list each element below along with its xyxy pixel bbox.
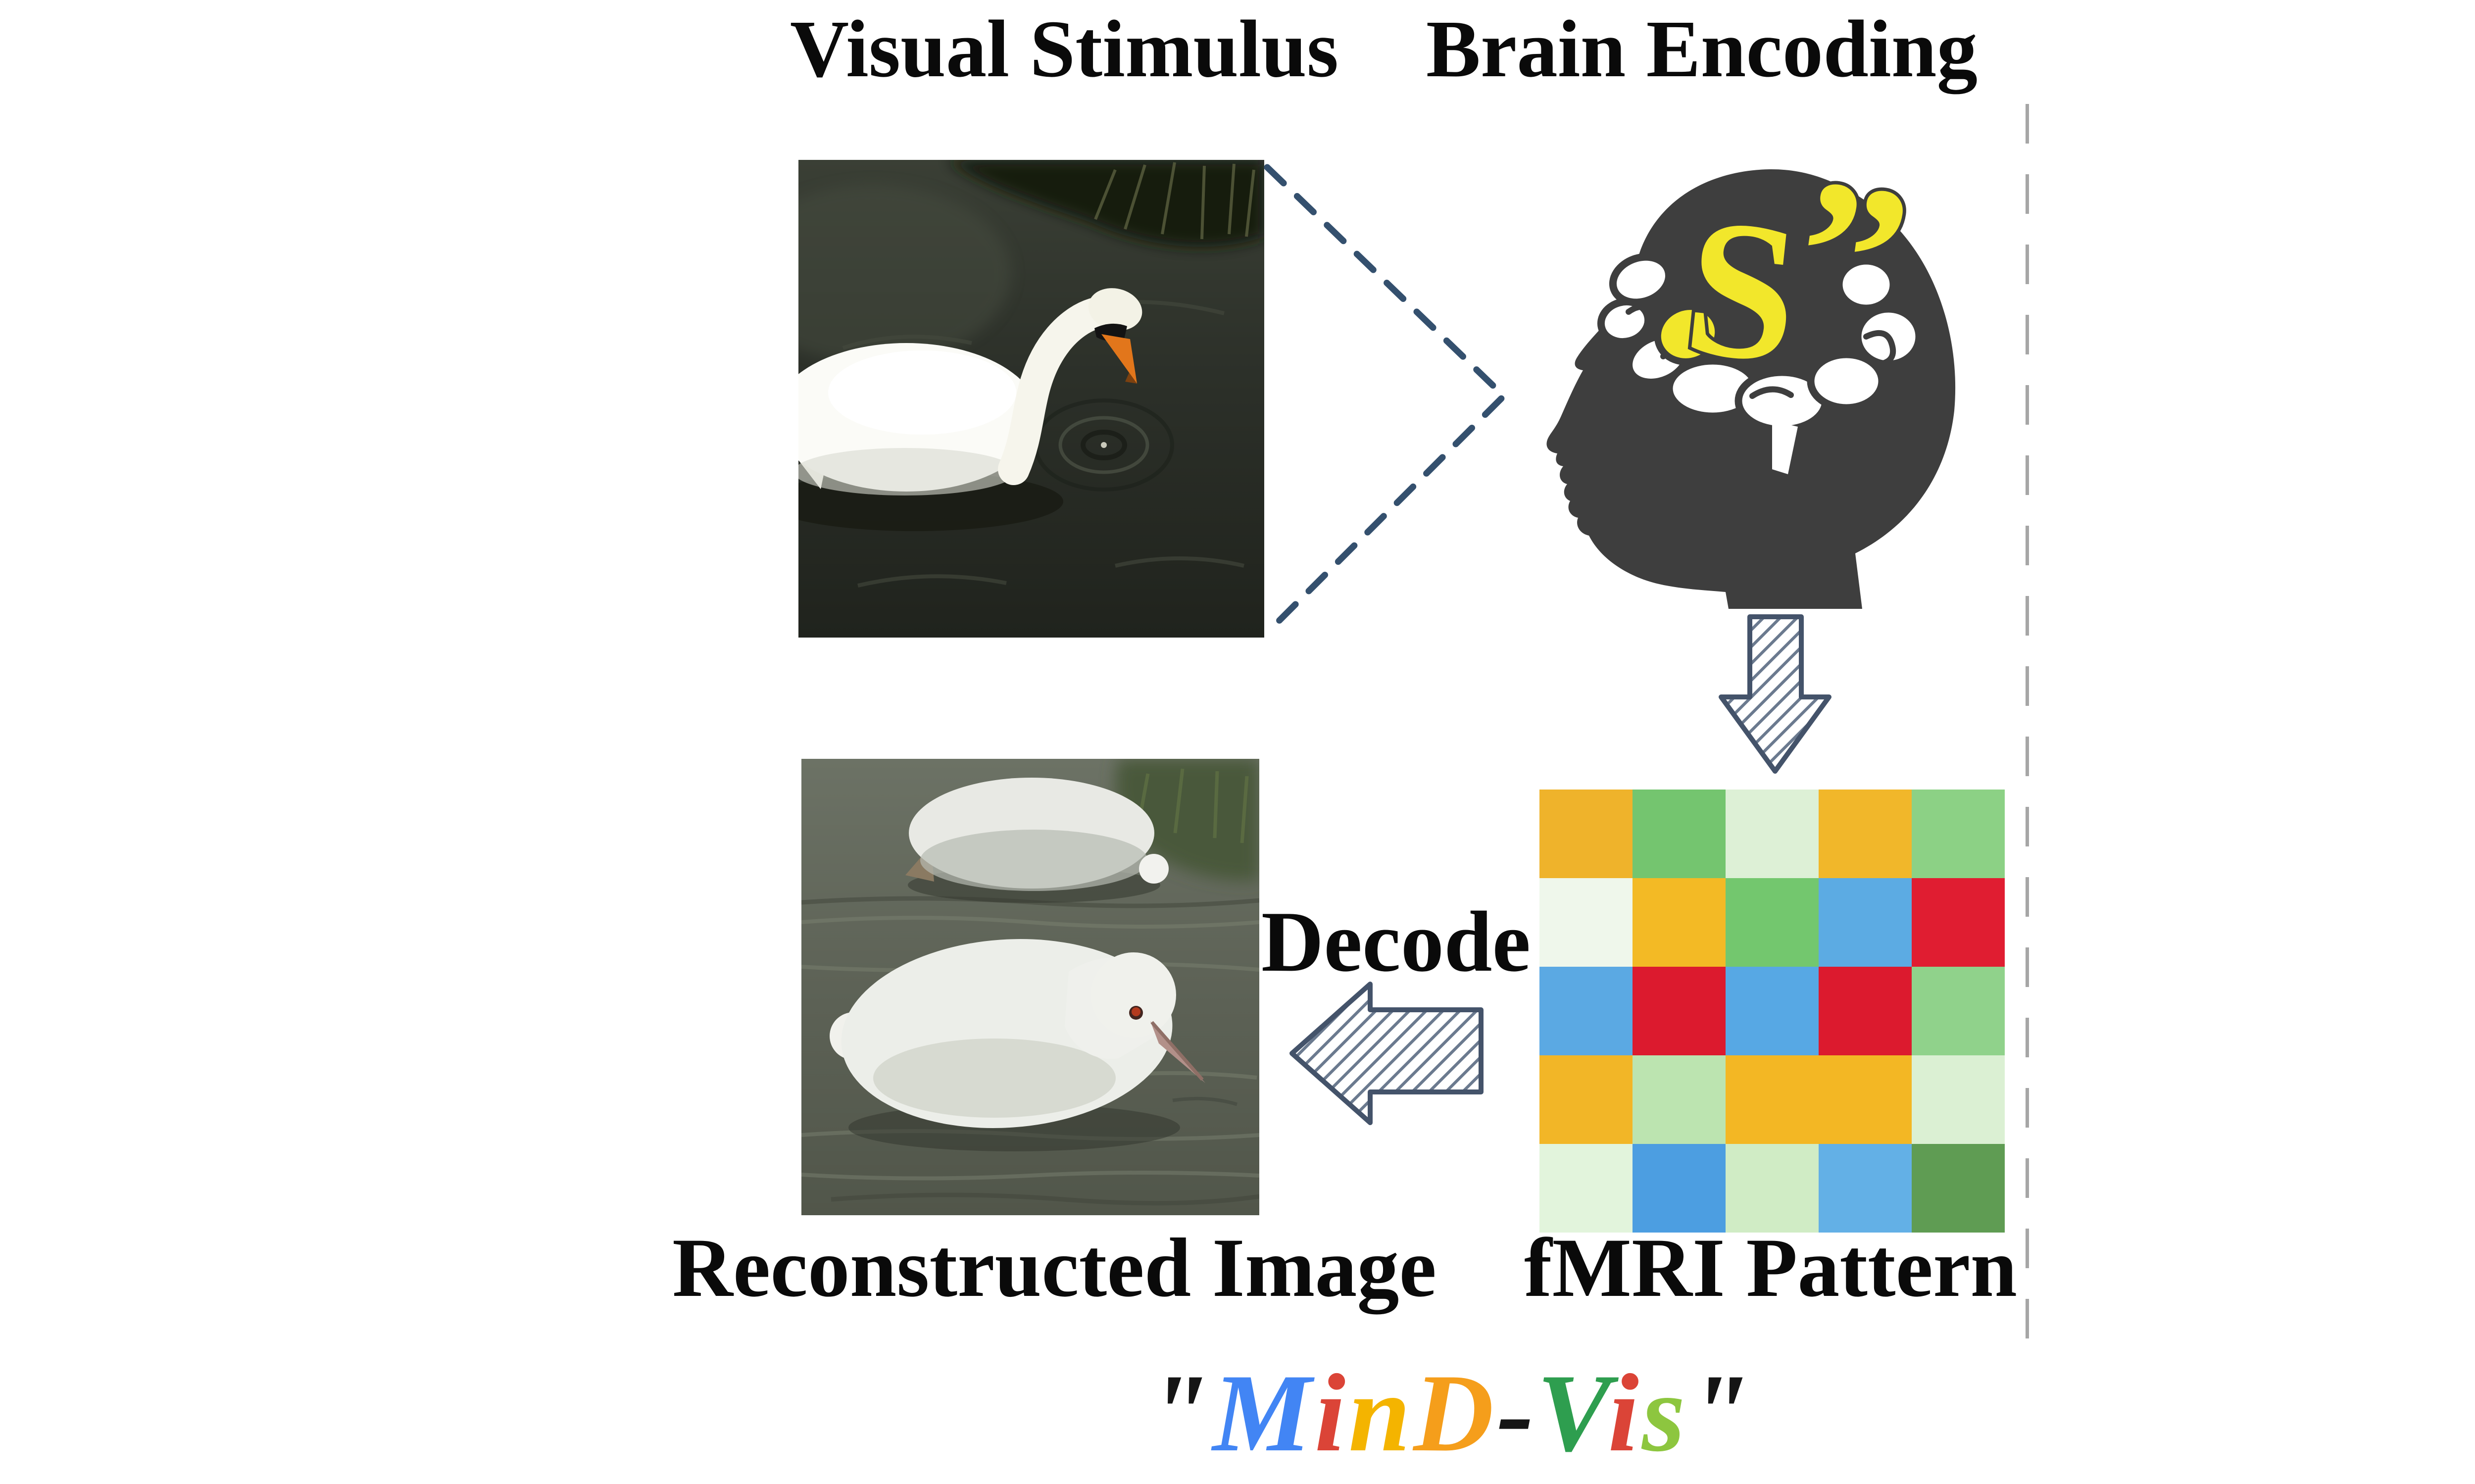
fmri-cell [1633, 1055, 1726, 1144]
foreground-bird [830, 939, 1238, 1151]
mindvis-letter: i [1608, 1351, 1642, 1475]
vertical-dashed-divider [2026, 104, 2029, 1361]
dashed-projection-lines [1264, 164, 1509, 636]
fmri-cell [1819, 967, 1912, 1055]
swan [798, 288, 1142, 495]
fmri-cell [1539, 790, 1633, 878]
fmri-cell [1912, 1055, 2005, 1144]
fmri-cell [1633, 1144, 1726, 1233]
fmri-cell [1819, 1144, 1912, 1233]
visual-stimulus-photo [798, 160, 1264, 638]
background-bird [905, 778, 1169, 903]
fmri-cell [1819, 790, 1912, 878]
reconstructed-image-photo [801, 759, 1259, 1215]
mindvis-letter: - [1496, 1351, 1537, 1475]
fmri-cell [1726, 790, 1819, 878]
brain-highlight: S ” [1654, 163, 1925, 408]
fmri-cell [1912, 967, 2005, 1055]
mindvis-letter: M [1212, 1351, 1315, 1475]
mindvis-title: "MinD-Vis" [1148, 1357, 1753, 1469]
mindvis-letter: i [1314, 1351, 1349, 1475]
mindvis-letter: n [1348, 1351, 1414, 1475]
fmri-cell [1539, 878, 1633, 967]
hatched-left-arrow-icon [1289, 982, 1484, 1125]
mindvis-letter: V [1536, 1351, 1608, 1475]
reconstructed-image-label: Reconstructed Image [672, 1221, 1436, 1314]
fmri-cell [1633, 878, 1726, 967]
fmri-cell [1819, 878, 1912, 967]
fmri-cell [1912, 878, 2005, 967]
mindvis-letter: D [1413, 1351, 1497, 1475]
fmri-cell [1633, 967, 1726, 1055]
fmri-cell [1912, 790, 2005, 878]
head-with-brain-icon: S ” [1546, 163, 1956, 609]
fmri-cell [1726, 1144, 1819, 1233]
fmri-cell [1539, 967, 1633, 1055]
fmri-cell [1726, 878, 1819, 967]
visual-stimulus-label: Visual Stimulus [790, 3, 1339, 94]
fmri-cell [1539, 1055, 1633, 1144]
fmri-cell [1912, 1144, 2005, 1233]
mindvis-letters: MinD-Vis [1213, 1351, 1688, 1475]
open-quote: " [1147, 1351, 1213, 1475]
svg-text:S: S [1676, 175, 1809, 405]
mindvis-letter: s [1641, 1351, 1688, 1475]
fmri-cell [1819, 1055, 1912, 1144]
fmri-cell [1633, 790, 1726, 878]
fmri-cell [1539, 1144, 1633, 1233]
decode-label: Decode [1261, 893, 1531, 989]
brain-encoding-label: Brain Encoding [1426, 3, 1978, 94]
close-quote: " [1688, 1351, 1753, 1475]
fmri-cell [1726, 967, 1819, 1055]
grass-strokes [1094, 162, 1255, 240]
fmri-pattern-label: fMRI Pattern [1524, 1221, 2018, 1314]
fmri-cell [1726, 1055, 1819, 1144]
fmri-grid [1539, 790, 2005, 1233]
hatched-down-arrow-icon [1719, 614, 1832, 774]
